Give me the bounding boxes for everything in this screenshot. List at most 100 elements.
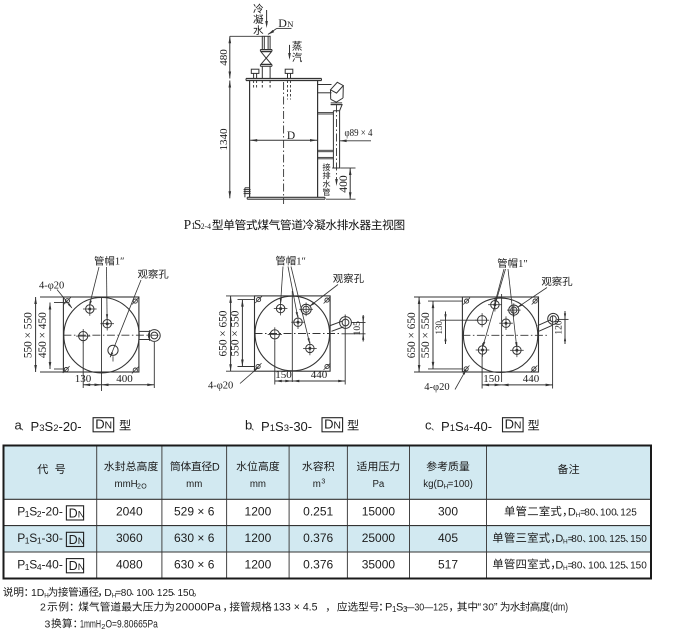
svg-text:25000: 25000 xyxy=(362,531,396,545)
svg-text:=100): =100) xyxy=(448,479,473,490)
svg-text:1: 1 xyxy=(450,423,455,434)
svg-text:3: 3 xyxy=(403,605,408,614)
svg-text:S: S xyxy=(194,217,202,232)
svg-text:0.376: 0.376 xyxy=(303,531,333,545)
svg-text:—30—125: —30—125 xyxy=(405,603,448,614)
svg-text:1200: 1200 xyxy=(245,505,272,519)
svg-text:1200: 1200 xyxy=(245,557,272,571)
svg-text:405: 405 xyxy=(438,531,458,545)
svg-text:P: P xyxy=(184,217,192,232)
svg-text:N: N xyxy=(333,420,341,432)
svg-text:P: P xyxy=(17,531,25,545)
svg-text:1: 1 xyxy=(25,562,30,572)
svg-text:D: D xyxy=(212,461,220,473)
svg-text:S: S xyxy=(29,557,37,571)
svg-text:m: m xyxy=(313,479,321,490)
svg-text:-30-: -30- xyxy=(289,419,312,434)
svg-text:kg(D: kg(D xyxy=(423,479,443,490)
svg-text:N: N xyxy=(78,536,85,547)
svg-text:1: 1 xyxy=(31,587,37,599)
svg-text:=: = xyxy=(568,560,574,571)
svg-text:529 × 6: 529 × 6 xyxy=(174,505,215,519)
svg-text:630 × 6: 630 × 6 xyxy=(174,557,215,571)
svg-text:4-φ20: 4-φ20 xyxy=(208,381,233,392)
svg-text:“: “ xyxy=(478,602,482,614)
svg-text:-40-: -40- xyxy=(42,557,63,571)
svg-text:P: P xyxy=(385,602,392,614)
svg-text:3: 3 xyxy=(39,423,44,434)
svg-text:480: 480 xyxy=(218,49,230,66)
svg-text:D: D xyxy=(555,533,563,545)
svg-text:P: P xyxy=(17,557,25,571)
svg-text:P: P xyxy=(17,505,25,519)
svg-text:=: = xyxy=(568,534,574,545)
svg-text:N: N xyxy=(105,420,113,432)
svg-text:130: 130 xyxy=(434,321,444,335)
svg-text:P: P xyxy=(441,419,450,434)
svg-text:2: 2 xyxy=(101,622,105,631)
svg-text:D: D xyxy=(104,587,112,599)
svg-text:H: H xyxy=(576,512,581,519)
svg-text:2040: 2040 xyxy=(116,505,143,519)
svg-text:mm: mm xyxy=(250,479,266,490)
svg-text:1: 1 xyxy=(25,509,30,519)
svg-text:P: P xyxy=(31,419,40,434)
svg-text:440: 440 xyxy=(523,373,540,385)
svg-text:D: D xyxy=(69,506,78,520)
svg-text:D: D xyxy=(278,16,287,30)
svg-text:D: D xyxy=(568,507,576,519)
svg-text:b: b xyxy=(245,417,252,432)
svg-text:3: 3 xyxy=(45,618,51,630)
svg-text:133 × 4.5: 133 × 4.5 xyxy=(273,602,317,614)
svg-text:H: H xyxy=(112,592,116,599)
svg-text:3060: 3060 xyxy=(116,531,143,545)
svg-text:φ89 × 4: φ89 × 4 xyxy=(345,128,374,139)
svg-text:125: 125 xyxy=(157,588,174,599)
svg-text:D: D xyxy=(287,130,295,142)
svg-text:S: S xyxy=(29,531,37,545)
svg-text:-40-: -40- xyxy=(469,419,492,434)
svg-text:=: = xyxy=(580,508,586,519)
svg-text:c: c xyxy=(425,417,432,432)
svg-text:2: 2 xyxy=(53,423,58,434)
svg-text:D: D xyxy=(324,417,333,432)
svg-text:-20-: -20- xyxy=(59,419,82,434)
svg-text:D: D xyxy=(505,417,514,432)
svg-text:mm: mm xyxy=(186,479,202,490)
svg-text:650 × 650: 650 × 650 xyxy=(218,310,230,356)
svg-text:1″: 1″ xyxy=(296,256,306,267)
svg-text:S: S xyxy=(45,419,54,434)
svg-text:120: 120 xyxy=(554,320,564,335)
svg-text:4-φ20: 4-φ20 xyxy=(39,281,64,292)
svg-text:1: 1 xyxy=(392,605,397,614)
svg-text:1200: 1200 xyxy=(245,531,272,545)
svg-text:80: 80 xyxy=(121,588,133,599)
svg-text:105: 105 xyxy=(353,321,363,336)
svg-text:2: 2 xyxy=(40,602,46,614)
svg-text:H: H xyxy=(563,565,568,572)
svg-text:H: H xyxy=(44,592,48,599)
svg-text:3: 3 xyxy=(284,423,289,434)
svg-text:125: 125 xyxy=(609,534,626,545)
svg-text:650 × 650: 650 × 650 xyxy=(406,312,418,358)
svg-text:-20-: -20- xyxy=(42,505,63,519)
svg-text:O: O xyxy=(141,484,147,491)
svg-text:4: 4 xyxy=(464,423,469,434)
svg-text:80: 80 xyxy=(571,560,583,571)
svg-text:517: 517 xyxy=(438,557,458,571)
svg-text:1″: 1″ xyxy=(518,259,528,270)
svg-text:80: 80 xyxy=(571,534,583,545)
svg-text:550 × 550: 550 × 550 xyxy=(23,312,35,358)
svg-text:300: 300 xyxy=(438,505,458,519)
svg-text:2: 2 xyxy=(137,484,141,491)
svg-text:N: N xyxy=(287,19,294,29)
svg-text:630 × 6: 630 × 6 xyxy=(174,531,215,545)
svg-text:N: N xyxy=(78,509,85,520)
svg-text:3: 3 xyxy=(321,479,325,486)
svg-text:mmH: mmH xyxy=(115,479,138,490)
svg-text:H: H xyxy=(444,484,449,491)
svg-text:O=9.80665Pa: O=9.80665Pa xyxy=(106,618,158,630)
svg-text:100: 100 xyxy=(588,534,605,545)
svg-text:1mmH: 1mmH xyxy=(80,618,101,630)
svg-text:100: 100 xyxy=(136,588,153,599)
